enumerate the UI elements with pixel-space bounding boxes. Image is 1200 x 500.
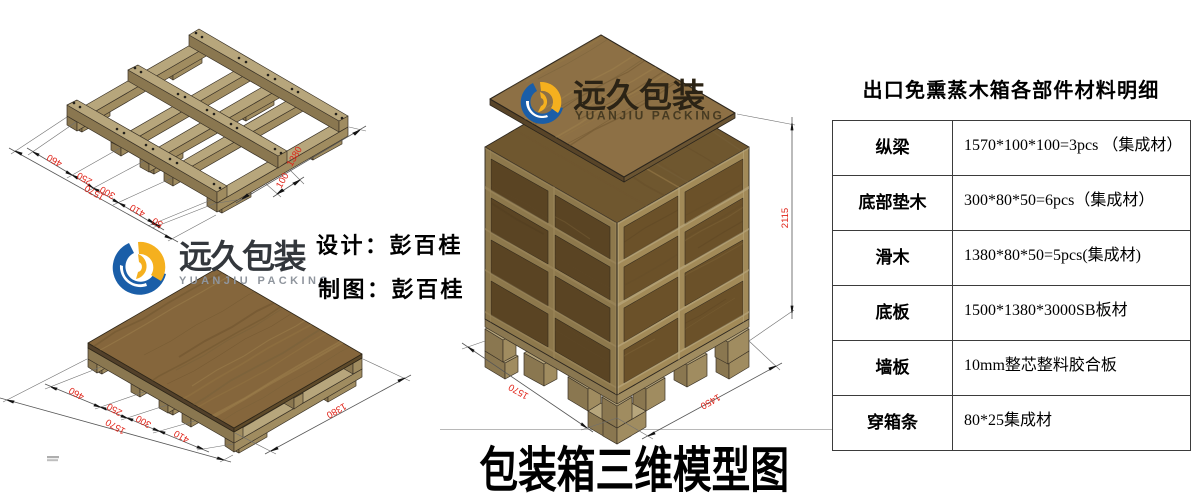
table-row: 底部垫木 300*80*50=6pcs（集成材） <box>832 175 1191 231</box>
part-spec-cell: 1570*100*100=3pcs （集成材） <box>952 120 1191 176</box>
dimension-label: 1450 <box>698 391 722 411</box>
part-name-cell: 墙板 <box>832 340 953 396</box>
part-name-cell: 滑木 <box>832 230 953 286</box>
dimension-label: 2115 <box>780 208 791 228</box>
part-name-cell: 穿箱条 <box>832 395 953 451</box>
table-row: 滑木 1380*80*50=5pcs(集成材) <box>832 230 1191 286</box>
parts-table: 纵梁 1570*100*100=3pcs （集成材） 底部垫木 300*80*5… <box>832 120 1191 451</box>
logo-name-en: YUANJIU PACKING <box>179 275 332 287</box>
table-row: 底板 1500*1380*3000SB板材 <box>832 285 1191 341</box>
dimension-label: 50 <box>150 215 165 230</box>
logo-name-cn: 远久包装 <box>179 238 307 275</box>
table-row: 纵梁 1570*100*100=3pcs （集成材） <box>832 120 1191 176</box>
lid-logo-name-cn: 远久包装 <box>573 77 705 114</box>
part-spec-cell: 1380*80*50=5pcs(集成材) <box>952 230 1191 286</box>
company-logo: 远久包装 YUANJIU PACKING <box>112 237 331 297</box>
part-spec-cell: 80*25集成材 <box>952 395 1191 451</box>
part-name-cell: 底板 <box>832 285 953 341</box>
designer-credit: 设计：彭百桂 <box>316 233 464 258</box>
table-title: 出口免熏蒸木箱各部件材料明细 <box>862 80 1160 102</box>
drawing-title: 包装箱三维模型图 <box>479 444 790 498</box>
part-spec-cell: 300*80*50=6pcs（集成材） <box>952 175 1191 231</box>
lid-logo-name-en: YUANJIU PACKING <box>575 109 724 123</box>
draftsman-credit: 制图：彭百桂 <box>318 277 466 302</box>
part-spec-cell: 10mm整芯整料胶合板 <box>952 340 1191 396</box>
logo-swirl-icon <box>112 241 166 295</box>
part-spec-cell: 1500*1380*3000SB板材 <box>952 285 1191 341</box>
dimension-label: 1380 <box>324 400 348 420</box>
dimension-label: 410 <box>172 427 191 444</box>
dimension-label: 460 <box>67 384 86 401</box>
watermark-smudge <box>47 456 59 462</box>
dimension-label: 1570 <box>507 381 531 401</box>
table-row: 穿箱条 80*25集成材 <box>832 395 1191 451</box>
part-name-cell: 底部垫木 <box>832 175 953 231</box>
table-row: 墙板 10mm整芯整料胶合板 <box>832 340 1191 396</box>
dimension-label: 460 <box>45 151 64 168</box>
part-name-cell: 纵梁 <box>832 120 953 176</box>
dimension-label: 250 <box>105 400 124 417</box>
